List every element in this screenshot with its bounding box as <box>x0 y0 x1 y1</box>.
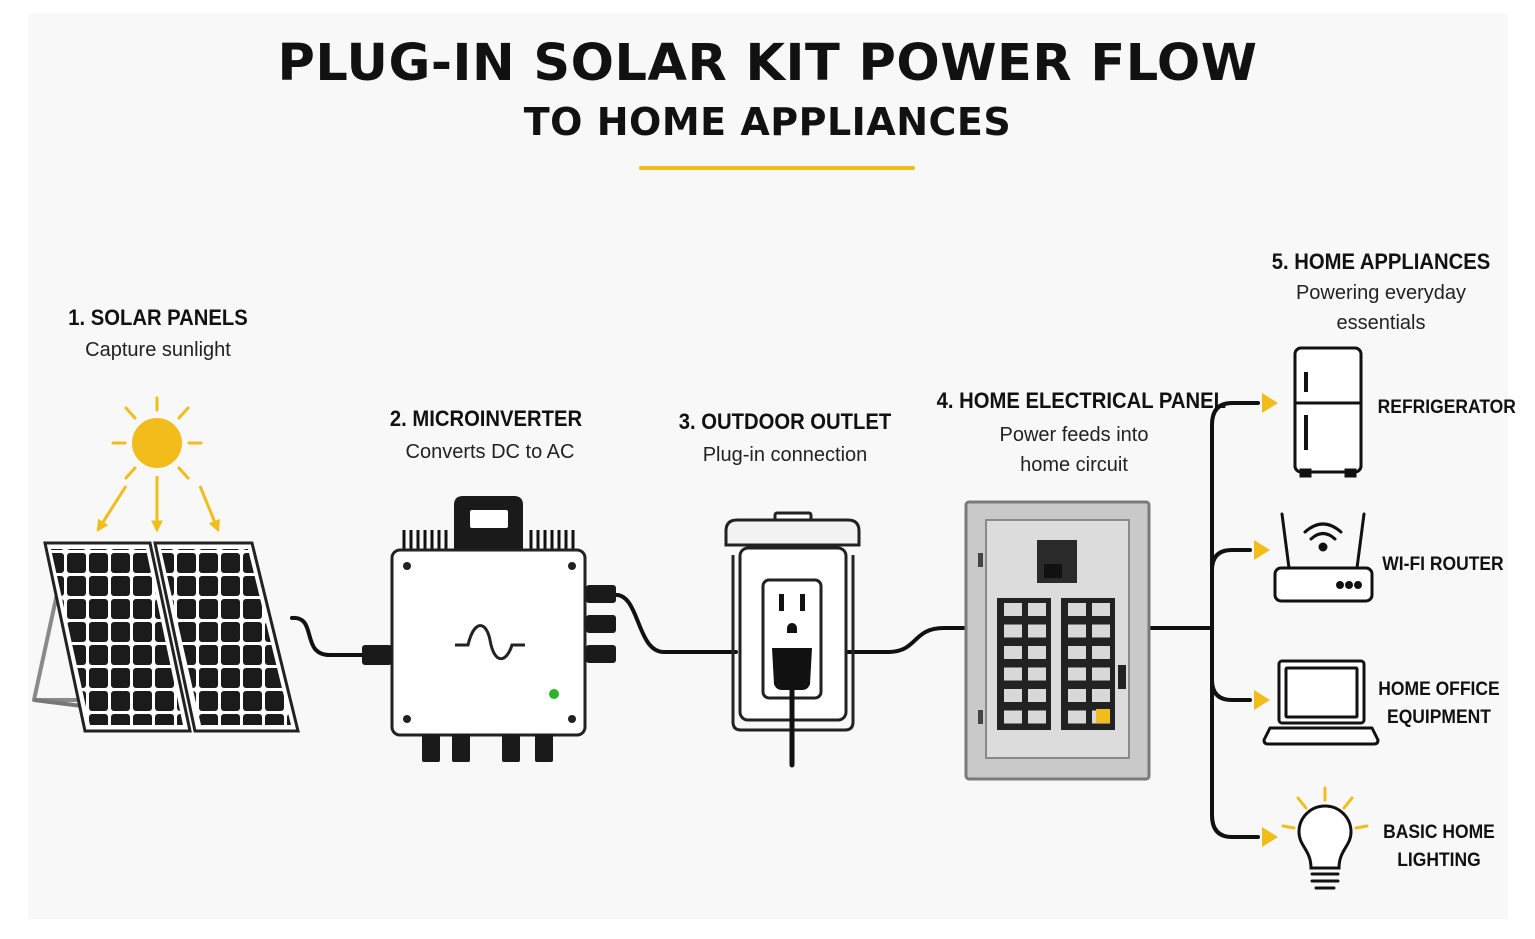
breaker-switch <box>1028 667 1046 681</box>
appliance-label-line: EQUIPMENT <box>1387 707 1491 728</box>
step-5-description-line-2: essentials <box>1336 312 1426 334</box>
diagram-title: PLUG-IN SOLAR KIT POWER FLOW <box>277 34 1258 93</box>
step-5-heading: 5. HOME APPLIANCES <box>1271 249 1491 274</box>
step-4-description-line-1: Power feeds into <box>999 424 1149 446</box>
breaker-switch <box>1092 667 1110 681</box>
sunlight-ray-right <box>198 485 220 533</box>
title-underline <box>639 166 915 170</box>
step-5-description-line-1: Powering everyday <box>1295 282 1467 304</box>
breaker-switch <box>1028 646 1046 659</box>
appliance-arrows <box>1254 393 1278 847</box>
breaker-switch <box>1028 624 1046 638</box>
appliance-label-refrigerator: REFRIGERATOR <box>1377 394 1516 422</box>
step-1-description: Capture sunlight <box>85 339 231 361</box>
laptop-icon <box>1262 659 1380 746</box>
microinverter-icon <box>362 496 616 762</box>
breaker-switch <box>1028 603 1046 616</box>
sunlight-ray-left <box>96 485 128 533</box>
breaker-switch <box>1068 689 1086 702</box>
breaker-switch <box>1092 646 1110 659</box>
sun-icon <box>96 396 220 533</box>
light-bulb-icon <box>1281 786 1369 890</box>
cable-panels-to-inverter <box>290 615 374 657</box>
breaker-switch <box>1004 667 1022 681</box>
appliance-label-line: BASIC HOME <box>1383 822 1495 843</box>
breaker-switch <box>1004 624 1022 638</box>
step-3-heading: 3. OUTDOOR OUTLET <box>678 409 892 434</box>
appliance-label-line: REFRIGERATOR <box>1377 397 1516 418</box>
breaker-switch <box>1004 689 1022 702</box>
step-5-description: Powering everyday essentials <box>1262 278 1500 338</box>
breaker-switch <box>1028 689 1046 702</box>
breaker-switch <box>1004 603 1022 616</box>
step-4-heading: 4. HOME ELECTRICAL PANEL <box>936 388 1226 413</box>
breaker-switch <box>1068 603 1086 616</box>
wifi-router-icon <box>1273 512 1374 603</box>
breaker-switch <box>1004 646 1022 659</box>
cable-to-laptop <box>1210 678 1252 702</box>
cable-to-router <box>1210 548 1252 572</box>
appliance-label-line: WI-FI ROUTER <box>1382 554 1504 575</box>
breaker-switch <box>1004 710 1022 724</box>
appliance-label-lighting: BASIC HOME LIGHTING <box>1374 819 1505 875</box>
refrigerator-icon <box>1293 346 1363 478</box>
step-3-description: Plug-in connection <box>702 444 868 466</box>
step-2-description: Converts DC to AC <box>405 441 575 463</box>
breaker-switch <box>1068 646 1086 659</box>
step-4-description-line-2: home circuit <box>1020 454 1128 476</box>
step-1-heading: 1. SOLAR PANELS <box>68 305 248 330</box>
step-2-heading: 2. MICROINVERTER <box>389 406 583 431</box>
cable-bus-vertical <box>1210 401 1234 839</box>
appliance-label-line: HOME OFFICE <box>1378 679 1500 700</box>
outdoor-outlet-icon <box>724 511 861 768</box>
electrical-panel-icon <box>964 500 1151 781</box>
breaker-switch <box>1068 624 1086 638</box>
breaker-switch <box>1092 689 1110 702</box>
diagram-background <box>28 14 1508 919</box>
breaker-switch <box>1092 603 1110 616</box>
arrow-laptop <box>1254 690 1270 710</box>
appliance-label-home-office: HOME OFFICE EQUIPMENT <box>1374 676 1505 732</box>
arrow-router <box>1254 540 1270 560</box>
cable-inverter-to-outlet <box>612 593 738 654</box>
breaker-switch <box>1068 667 1086 681</box>
arrow-refrigerator <box>1262 393 1278 413</box>
breaker-switch <box>1068 710 1086 724</box>
appliance-label-line: LIGHTING <box>1397 850 1481 871</box>
breaker-switch <box>1028 710 1046 724</box>
cable-outlet-to-panel <box>846 626 970 654</box>
diagram-subtitle: TO HOME APPLIANCES <box>523 100 1012 144</box>
breaker-switch <box>1092 624 1110 638</box>
appliance-label-wifi-router: WI-FI ROUTER <box>1378 551 1509 579</box>
step-4-description: Power feeds into home circuit <box>925 420 1223 480</box>
arrow-bulb <box>1262 827 1278 847</box>
power-cables <box>290 401 1260 839</box>
solar-panels-icon <box>32 541 300 733</box>
